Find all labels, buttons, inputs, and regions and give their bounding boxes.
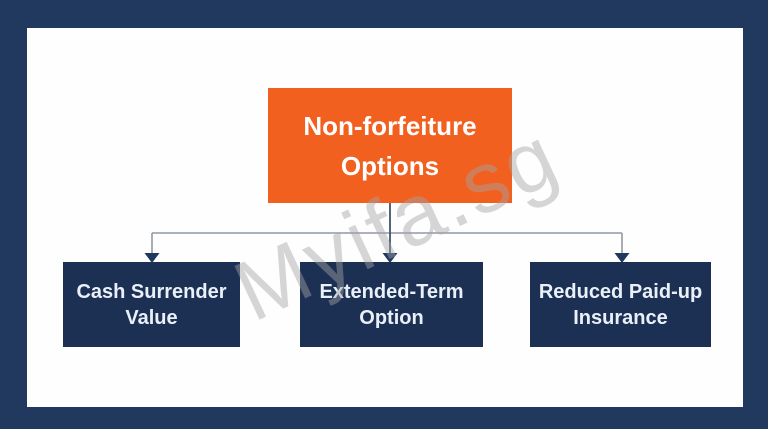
arrowhead-center-icon	[382, 253, 398, 263]
child-node-reduced-paid-up-insurance: Reduced Paid-up Insurance	[530, 262, 711, 347]
child-node-label-line1: Extended-Term	[319, 280, 464, 303]
arrowhead-right-icon	[614, 253, 630, 263]
child-node-label-line2: Value	[125, 306, 178, 329]
child-node-extended-term-option: Extended-Term Option	[300, 262, 483, 347]
diagram-canvas: Non-forfeiture Options Cash Surrender Va…	[27, 28, 743, 407]
child-node-cash-surrender-value: Cash Surrender Value	[63, 262, 240, 347]
child-node-label-line1: Reduced Paid-up	[538, 280, 703, 303]
root-node-label-line1: Non-forfeiture	[303, 110, 477, 141]
child-node-label-line1: Cash Surrender	[76, 280, 227, 303]
root-node-label-line2: Options	[340, 150, 440, 181]
child-node-label-line2: Insurance	[573, 306, 668, 329]
arrowhead-left-icon	[144, 253, 160, 263]
root-node-non-forfeiture-options: Non-forfeiture Options	[268, 88, 512, 203]
child-node-label-line2: Option	[359, 306, 424, 329]
connector-lines	[144, 175, 630, 263]
